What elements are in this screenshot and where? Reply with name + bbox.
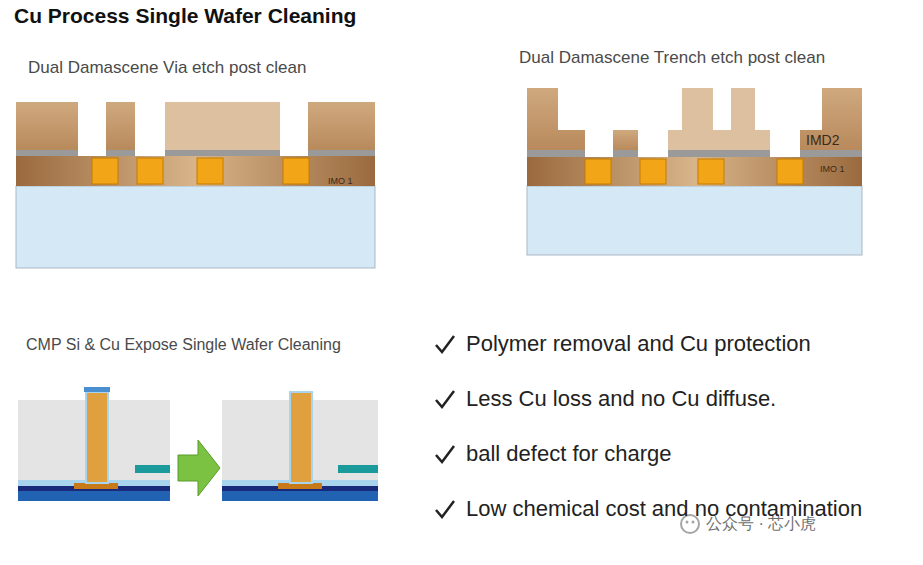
process-arrow	[178, 440, 220, 496]
illustration-panel: Dual Damascene Trench etch post clean	[515, 48, 865, 256]
checklist-item: Less Cu loss and no Cu diffuse.	[466, 386, 776, 412]
via-etch-cross-section	[16, 102, 375, 268]
checklist-item: ball defect for charge	[466, 441, 671, 467]
illustration-panel: Dual Damascene Via etch post clean	[16, 58, 376, 270]
illustration-panel: CMP Si & Cu Expose Single Wafer Cleaning	[18, 336, 383, 504]
check-marks	[436, 336, 454, 517]
trench-etch-cross-section	[527, 88, 862, 255]
panel-heading: CMP Si & Cu Expose Single Wafer Cleaning	[26, 336, 383, 354]
layer-label: IMO 1	[328, 176, 353, 186]
panel-heading: Dual Damascene Trench etch post clean	[519, 48, 865, 68]
watermark: 公众号 · 芯小虎	[706, 514, 816, 535]
layer-label: IMD2	[806, 132, 839, 148]
page-title: Cu Process Single Wafer Cleaning	[14, 4, 356, 28]
cmp-cross-section-before	[18, 387, 170, 501]
layer-label: IMO 1	[820, 164, 845, 174]
checklist-item: Polymer removal and Cu protection	[466, 331, 811, 357]
panel-heading: Dual Damascene Via etch post clean	[28, 58, 376, 78]
cmp-cross-section-after	[222, 392, 378, 501]
